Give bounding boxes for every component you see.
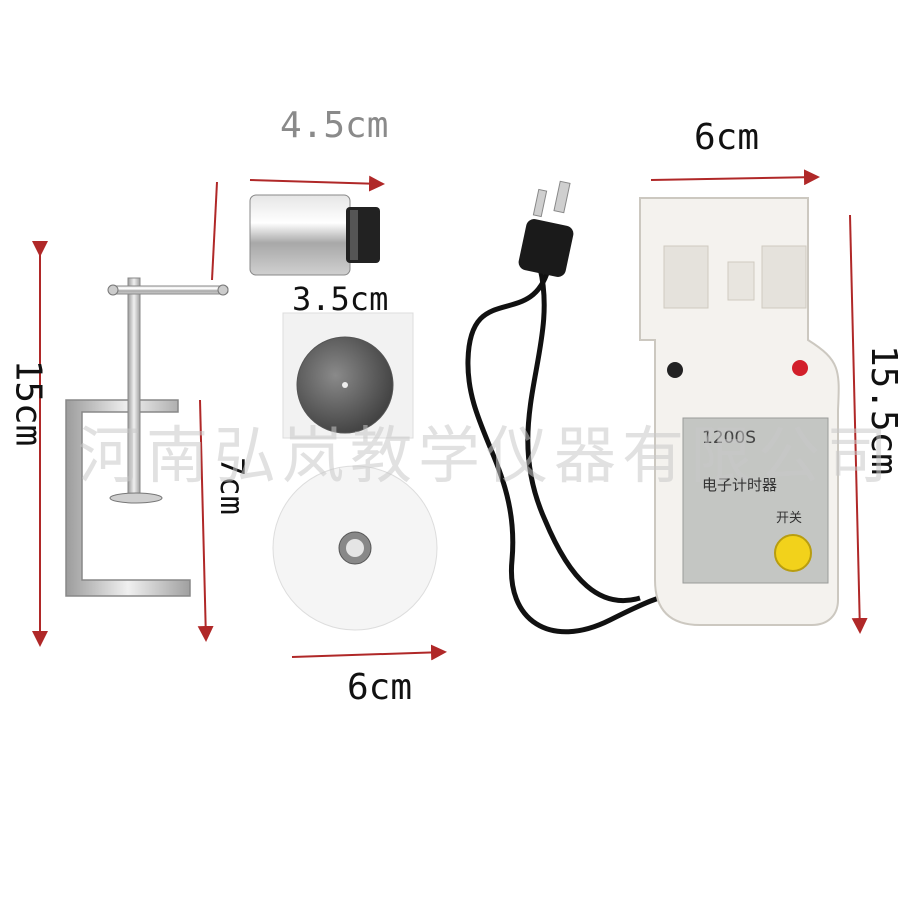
arrow-clamp-depth [197, 399, 214, 642]
watermark-text: 河南弘岚教学仪器有限公司 [78, 419, 895, 492]
metal-sleeve [249, 194, 380, 276]
arrow-disc-width [291, 644, 447, 661]
label-disc-width: 6cm [347, 667, 413, 708]
label-magnet-width: 3.5cm [292, 280, 389, 318]
arrow-sleeve-width [249, 175, 385, 192]
arrow-timer-width [650, 169, 820, 186]
magnet-plate [282, 312, 414, 439]
arrow-timer-height [849, 214, 868, 634]
label-clamp-height: 15cm [7, 359, 49, 447]
paper-disc [272, 465, 438, 631]
arrow-sleeve-height [211, 181, 218, 281]
timer-switch-label: 开关 [776, 511, 803, 526]
timer-model-text: 1200S [702, 428, 757, 448]
c-clamp [65, 277, 229, 597]
timer-name-text: 电子计时器 [702, 476, 778, 494]
label-timer-width: 6cm [694, 117, 760, 158]
label-sleeve-width: 4.5cm [280, 105, 389, 146]
timer-device [639, 197, 840, 626]
power-cord [465, 180, 691, 635]
